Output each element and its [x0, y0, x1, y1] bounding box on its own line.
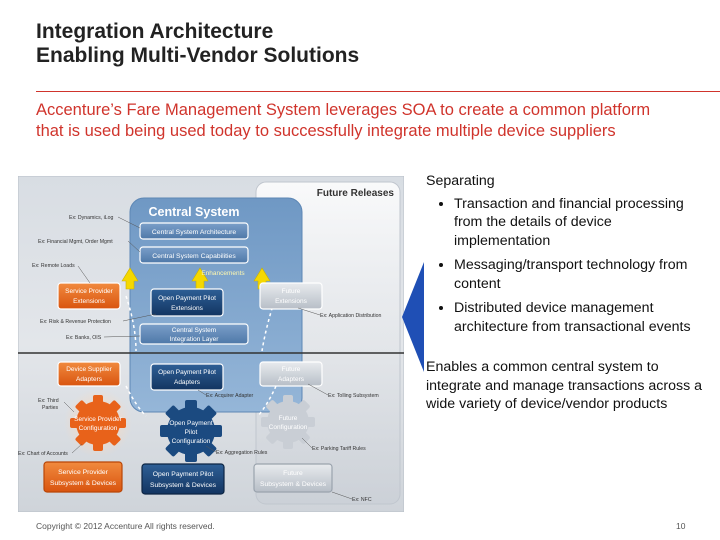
future-extensions-box: [259, 282, 323, 310]
example-label: Ex: Risk & Revenue Protection: [40, 319, 111, 325]
opp-extensions-line1: Open Payment Pilot: [158, 295, 216, 302]
example-label: Ex: Remote Loads: [32, 263, 75, 269]
example-label: Ex: Aggregation Rules: [216, 450, 268, 456]
sp-subsystem-line2: Subsystem & Devices: [50, 480, 117, 487]
example-label: Ex: Tolling Subsystem: [328, 393, 379, 399]
example-label: Ex: NFC: [352, 497, 372, 503]
example-label: Ex: Chart of Accounts: [18, 451, 68, 457]
sp-config-line1: Service Provider: [74, 416, 123, 423]
central-system-architecture-box: [139, 222, 249, 240]
sp-extensions-line2: Extensions: [73, 298, 106, 305]
central-system-capabilities-label: Central System Capabilities: [152, 253, 236, 260]
integration-layer-line2: Integration Layer: [170, 336, 220, 343]
future-adapters-box: [259, 361, 323, 387]
enhancement-arrow-center-icon: [191, 267, 209, 290]
panel-summary: Enables a common central system to integ…: [426, 359, 703, 412]
title-line-1: Integration Architecture: [36, 20, 274, 43]
opp-adapters-line1: Open Payment Pilot: [158, 369, 216, 376]
future-subsystem-line2: Subsystem & Devices: [260, 481, 327, 488]
opp-config-line3: Configuration: [172, 438, 211, 445]
title-divider: [36, 91, 720, 92]
bullet-item: Messaging/transport technology from cont…: [454, 256, 706, 293]
service-provider-extensions-box: [57, 282, 121, 310]
example-label: Ex: Application Distribution: [320, 313, 382, 319]
example-label: Ex: Financial Mgmt, Order Mgmt: [38, 239, 113, 245]
panel-heading: Separating: [426, 173, 495, 189]
enhancements-label: Enhancements: [201, 270, 245, 277]
future-configuration-gear-icon: [261, 395, 315, 449]
device-supplier-adapters-box: [57, 361, 121, 387]
connector: [257, 385, 277, 417]
service-provider-configuration-gear-icon: [64, 389, 132, 457]
future-extensions-line2: Extensions: [275, 298, 308, 305]
architecture-svg: Future Releases Central System Central S…: [18, 176, 404, 512]
future-subsystem-line1: Future: [283, 470, 303, 477]
future-adapters-line1: Future: [282, 366, 301, 373]
central-system-capabilities-box: [139, 246, 249, 264]
future-subsystem-box: [253, 463, 333, 493]
opp-extensions-line2: Extensions: [171, 305, 204, 312]
bullet-item: Distributed device management architectu…: [454, 299, 706, 336]
explanation-panel: Separating Transaction and financial pro…: [426, 172, 706, 414]
integration-layer-box: [139, 323, 249, 345]
opp-subsystem-line1: Open Payment Pilot: [153, 471, 214, 478]
example-label: Ex: Dynamics, iLog: [69, 215, 114, 221]
copyright-footer: Copyright © 2012 Accenture All rights re…: [36, 521, 215, 531]
opp-adapters-box: [150, 363, 224, 391]
sp-config-line2: Configuration: [79, 425, 118, 432]
sp-extensions-line1: Service Provider: [65, 288, 114, 295]
integration-layer-line1: Central System: [172, 327, 216, 334]
central-system-architecture-label: Central System Architecture: [152, 229, 236, 236]
future-config-line2: Configuration: [269, 424, 308, 431]
slide-title: Integration Architecture Enabling Multi-…: [36, 20, 359, 68]
bullet-item: Transaction and financial processing fro…: [454, 195, 706, 251]
example-label: Ex: Banks, OIS: [66, 335, 102, 341]
future-extensions-line1: Future: [282, 288, 301, 295]
central-system-title: Central System: [148, 205, 239, 219]
device-adapters-line2: Adapters: [76, 376, 103, 383]
callout-pointer-icon: [402, 262, 424, 372]
architecture-diagram: Future Releases Central System Central S…: [18, 176, 404, 512]
example-label: Parties: [42, 405, 59, 411]
opp-extensions-box: [150, 288, 224, 317]
opp-subsystem-box: [141, 463, 225, 495]
device-adapters-line1: Device Supplier: [66, 366, 112, 373]
future-releases-label: Future Releases: [317, 188, 395, 199]
opp-config-line2: Pilot: [185, 429, 198, 436]
separation-bullet-list: Transaction and financial processing fro…: [426, 195, 706, 337]
example-label: Ex: Third: [38, 398, 59, 404]
slide-subtitle: Accenture’s Fare Management System lever…: [36, 101, 651, 140]
opp-subsystem-line2: Subsystem & Devices: [150, 482, 217, 489]
page-number: 10: [676, 521, 686, 531]
opp-config-line1: Open Payment: [169, 420, 213, 427]
future-adapters-line2: Adapters: [278, 376, 305, 383]
sp-subsystem-line1: Service Provider: [58, 469, 109, 476]
service-provider-subsystem-box: [43, 461, 123, 493]
enhancement-arrow-left-icon: [121, 267, 139, 290]
connector: [125, 385, 147, 417]
opp-configuration-gear-icon: [160, 400, 222, 462]
opp-adapters-line2: Adapters: [174, 379, 201, 386]
title-line-2: Enabling Multi-Vendor Solutions: [36, 44, 360, 67]
example-label: Ex: Acquirer Adapter: [206, 393, 254, 399]
example-label: Ex: Parking Tariff Rules: [312, 446, 366, 452]
future-config-line1: Future: [279, 415, 298, 422]
